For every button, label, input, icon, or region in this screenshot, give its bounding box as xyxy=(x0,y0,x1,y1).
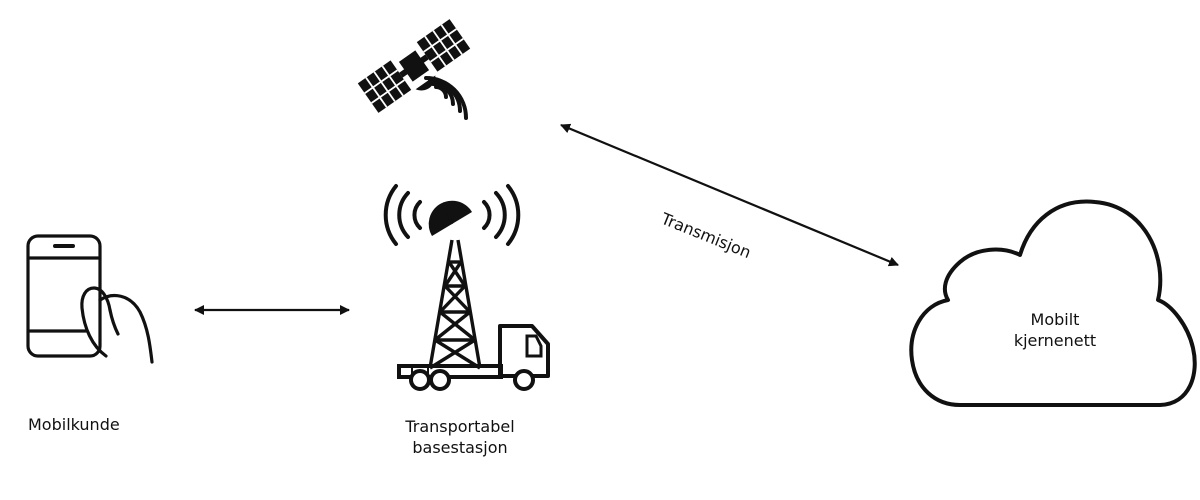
core-label: Mobilt kjernenett xyxy=(995,309,1115,351)
satellite-icon xyxy=(357,19,471,113)
client-label: Mobilkunde xyxy=(28,414,120,435)
cloud-icon xyxy=(909,199,1197,407)
transportable-base-station-truck-icon xyxy=(383,184,550,391)
core-label-line2: kjernenett xyxy=(1013,331,1097,350)
station-label-line2: basestasjon xyxy=(412,438,508,457)
core-label-line1: Mobilt xyxy=(1030,310,1080,329)
station-label-line1: Transportabel xyxy=(405,417,515,436)
client-label-text: Mobilkunde xyxy=(28,415,120,434)
satellite-signal-waves xyxy=(424,76,468,120)
satellite-core-arrow xyxy=(560,123,899,267)
station-label: Transportabel basestasjon xyxy=(380,416,540,458)
hand-holding-phone-icon xyxy=(26,234,154,364)
